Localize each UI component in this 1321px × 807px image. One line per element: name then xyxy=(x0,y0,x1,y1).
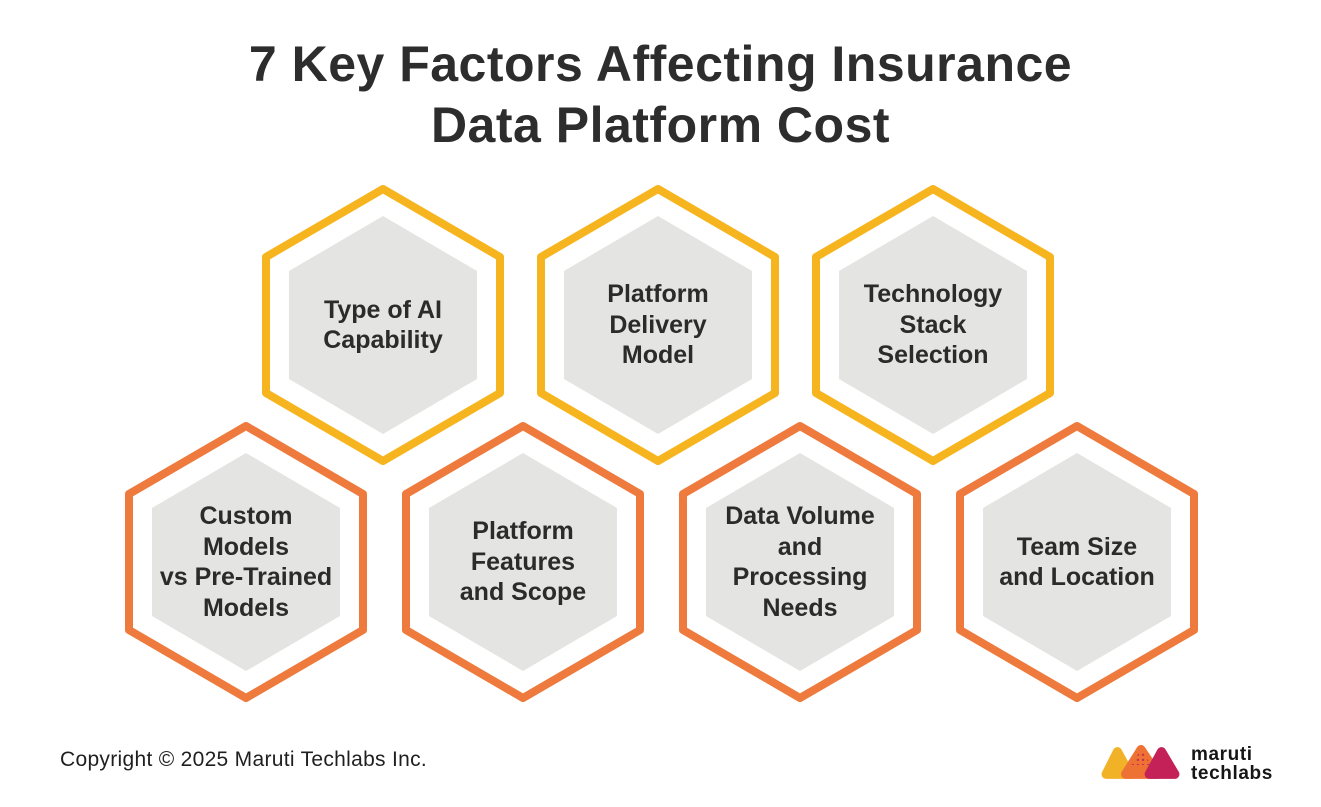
hexagon-fill xyxy=(152,453,340,671)
hexagon-label: Technology Stack Selection xyxy=(863,280,1003,370)
hexagon-team-size-and-location: Team Size and Location xyxy=(955,421,1199,703)
logo-wordmark: maruti techlabs xyxy=(1191,745,1273,783)
hexagon-shape xyxy=(402,422,644,702)
hexagon-label: Platform Delivery Model xyxy=(607,280,709,370)
hexagon-label: Custom Models vs Pre-Trained Models xyxy=(159,502,333,622)
hexagon-label: Type of AI Capability xyxy=(323,295,443,355)
hexagon-label: Data Volume and Processing Needs xyxy=(725,502,875,622)
hexagon-technology-stack-selection: Technology Stack Selection xyxy=(811,184,1055,466)
hexagon-fill xyxy=(983,453,1171,671)
hexagon-shape xyxy=(125,422,367,702)
hexagon-fill xyxy=(706,453,894,671)
hexagon-fill xyxy=(839,216,1027,434)
logo-triangle-dots xyxy=(1131,749,1152,766)
hexagon-shape xyxy=(679,422,921,702)
page-title: 7 Key Factors Affecting Insurance Data P… xyxy=(248,36,1073,153)
hexagon-shape xyxy=(537,185,779,465)
copyright-text: Copyright © 2025 Maruti Techlabs Inc. xyxy=(60,748,428,771)
maruti-techlabs-logo: maruti techlabs xyxy=(1100,742,1273,786)
hexagon-fill xyxy=(564,216,752,434)
hexagon-platform-delivery-model: Platform Delivery Model xyxy=(536,184,780,466)
hexagon-shape xyxy=(262,185,504,465)
hexagon-type-of-ai-capability: Type of AI Capability xyxy=(261,184,505,466)
logo-word-maruti: maruti xyxy=(1191,744,1253,765)
logo-triangle-magenta xyxy=(1144,747,1180,779)
hexagon-platform-features-and-scope: Platform Features and Scope xyxy=(401,421,645,703)
hexagon-label: Platform Features and Scope xyxy=(459,517,587,607)
hexagon-label: Team Size and Location xyxy=(999,532,1155,592)
hexagon-fill xyxy=(429,453,617,671)
logo-word-techlabs: techlabs xyxy=(1191,763,1273,784)
hexagon-custom-vs-pretrained-models: Custom Models vs Pre-Trained Models xyxy=(124,421,368,703)
hexagon-shape xyxy=(956,422,1198,702)
hexagon-fill xyxy=(289,216,477,434)
logo-triangles-icon xyxy=(1101,745,1180,779)
hexagon-shape xyxy=(812,185,1054,465)
hexagon-data-volume-processing-needs: Data Volume and Processing Needs xyxy=(678,421,922,703)
